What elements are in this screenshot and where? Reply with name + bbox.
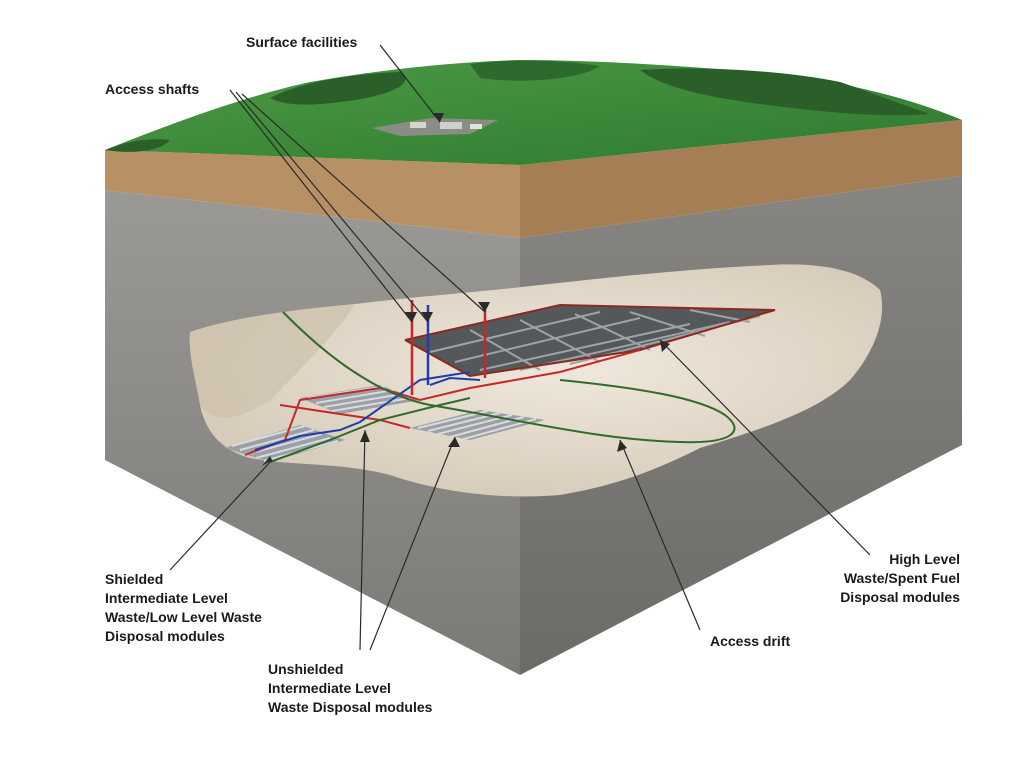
soil-layer-right (520, 120, 962, 238)
tree-cluster-edge (105, 139, 170, 152)
label-unshielded-line-1: Unshielded (268, 661, 344, 677)
label-shielded-line-4: Disposal modules (105, 628, 225, 644)
access-tunnel-network (244, 349, 641, 463)
label-shielded-modules: Shielded Intermediate Level Waste/Low Le… (105, 570, 262, 646)
label-unshielded-modules: Unshielded Intermediate Level Waste Disp… (268, 660, 432, 717)
tree-cluster-center (470, 60, 600, 81)
label-shielded-line-2: Intermediate Level (105, 590, 228, 606)
shielded-module-tunnels (231, 425, 339, 462)
surface-building-2 (440, 122, 462, 129)
soil-layer-left (105, 150, 520, 238)
label-shielded-line-1: Shielded (105, 571, 164, 587)
tree-cluster-left (270, 72, 406, 105)
label-surface-facilities: Surface facilities (246, 34, 358, 50)
surface-building-3 (470, 124, 482, 129)
surface-facilities-site (372, 118, 498, 136)
label-high-level-line-3: Disposal modules (840, 589, 960, 605)
tree-cluster-right (640, 68, 930, 116)
label-access-drift: Access drift (710, 633, 791, 649)
leader-lines (169, 44, 871, 651)
label-unshielded-line-3: Waste Disposal modules (268, 699, 433, 715)
surface-building-1 (410, 122, 426, 128)
label-unshielded-line-2: Intermediate Level (268, 680, 391, 696)
label-access-shafts: Access shafts (105, 81, 200, 97)
cavern-shadow (189, 304, 355, 418)
label-high-level-line-1: High Level (889, 551, 960, 567)
access-drift-loop (282, 311, 736, 444)
label-shielded-line-3: Waste/Low Level Waste (105, 609, 262, 625)
leader-arrowheads (262, 113, 670, 466)
label-high-level-modules: High Level Waste/Spent Fuel Disposal mod… (800, 550, 960, 607)
unshielded-module-tunnels-1 (307, 385, 411, 412)
hlw-module-outline (404, 303, 776, 378)
label-high-level-line-2: Waste/Spent Fuel (843, 570, 960, 586)
hlw-module-floor (405, 305, 775, 376)
